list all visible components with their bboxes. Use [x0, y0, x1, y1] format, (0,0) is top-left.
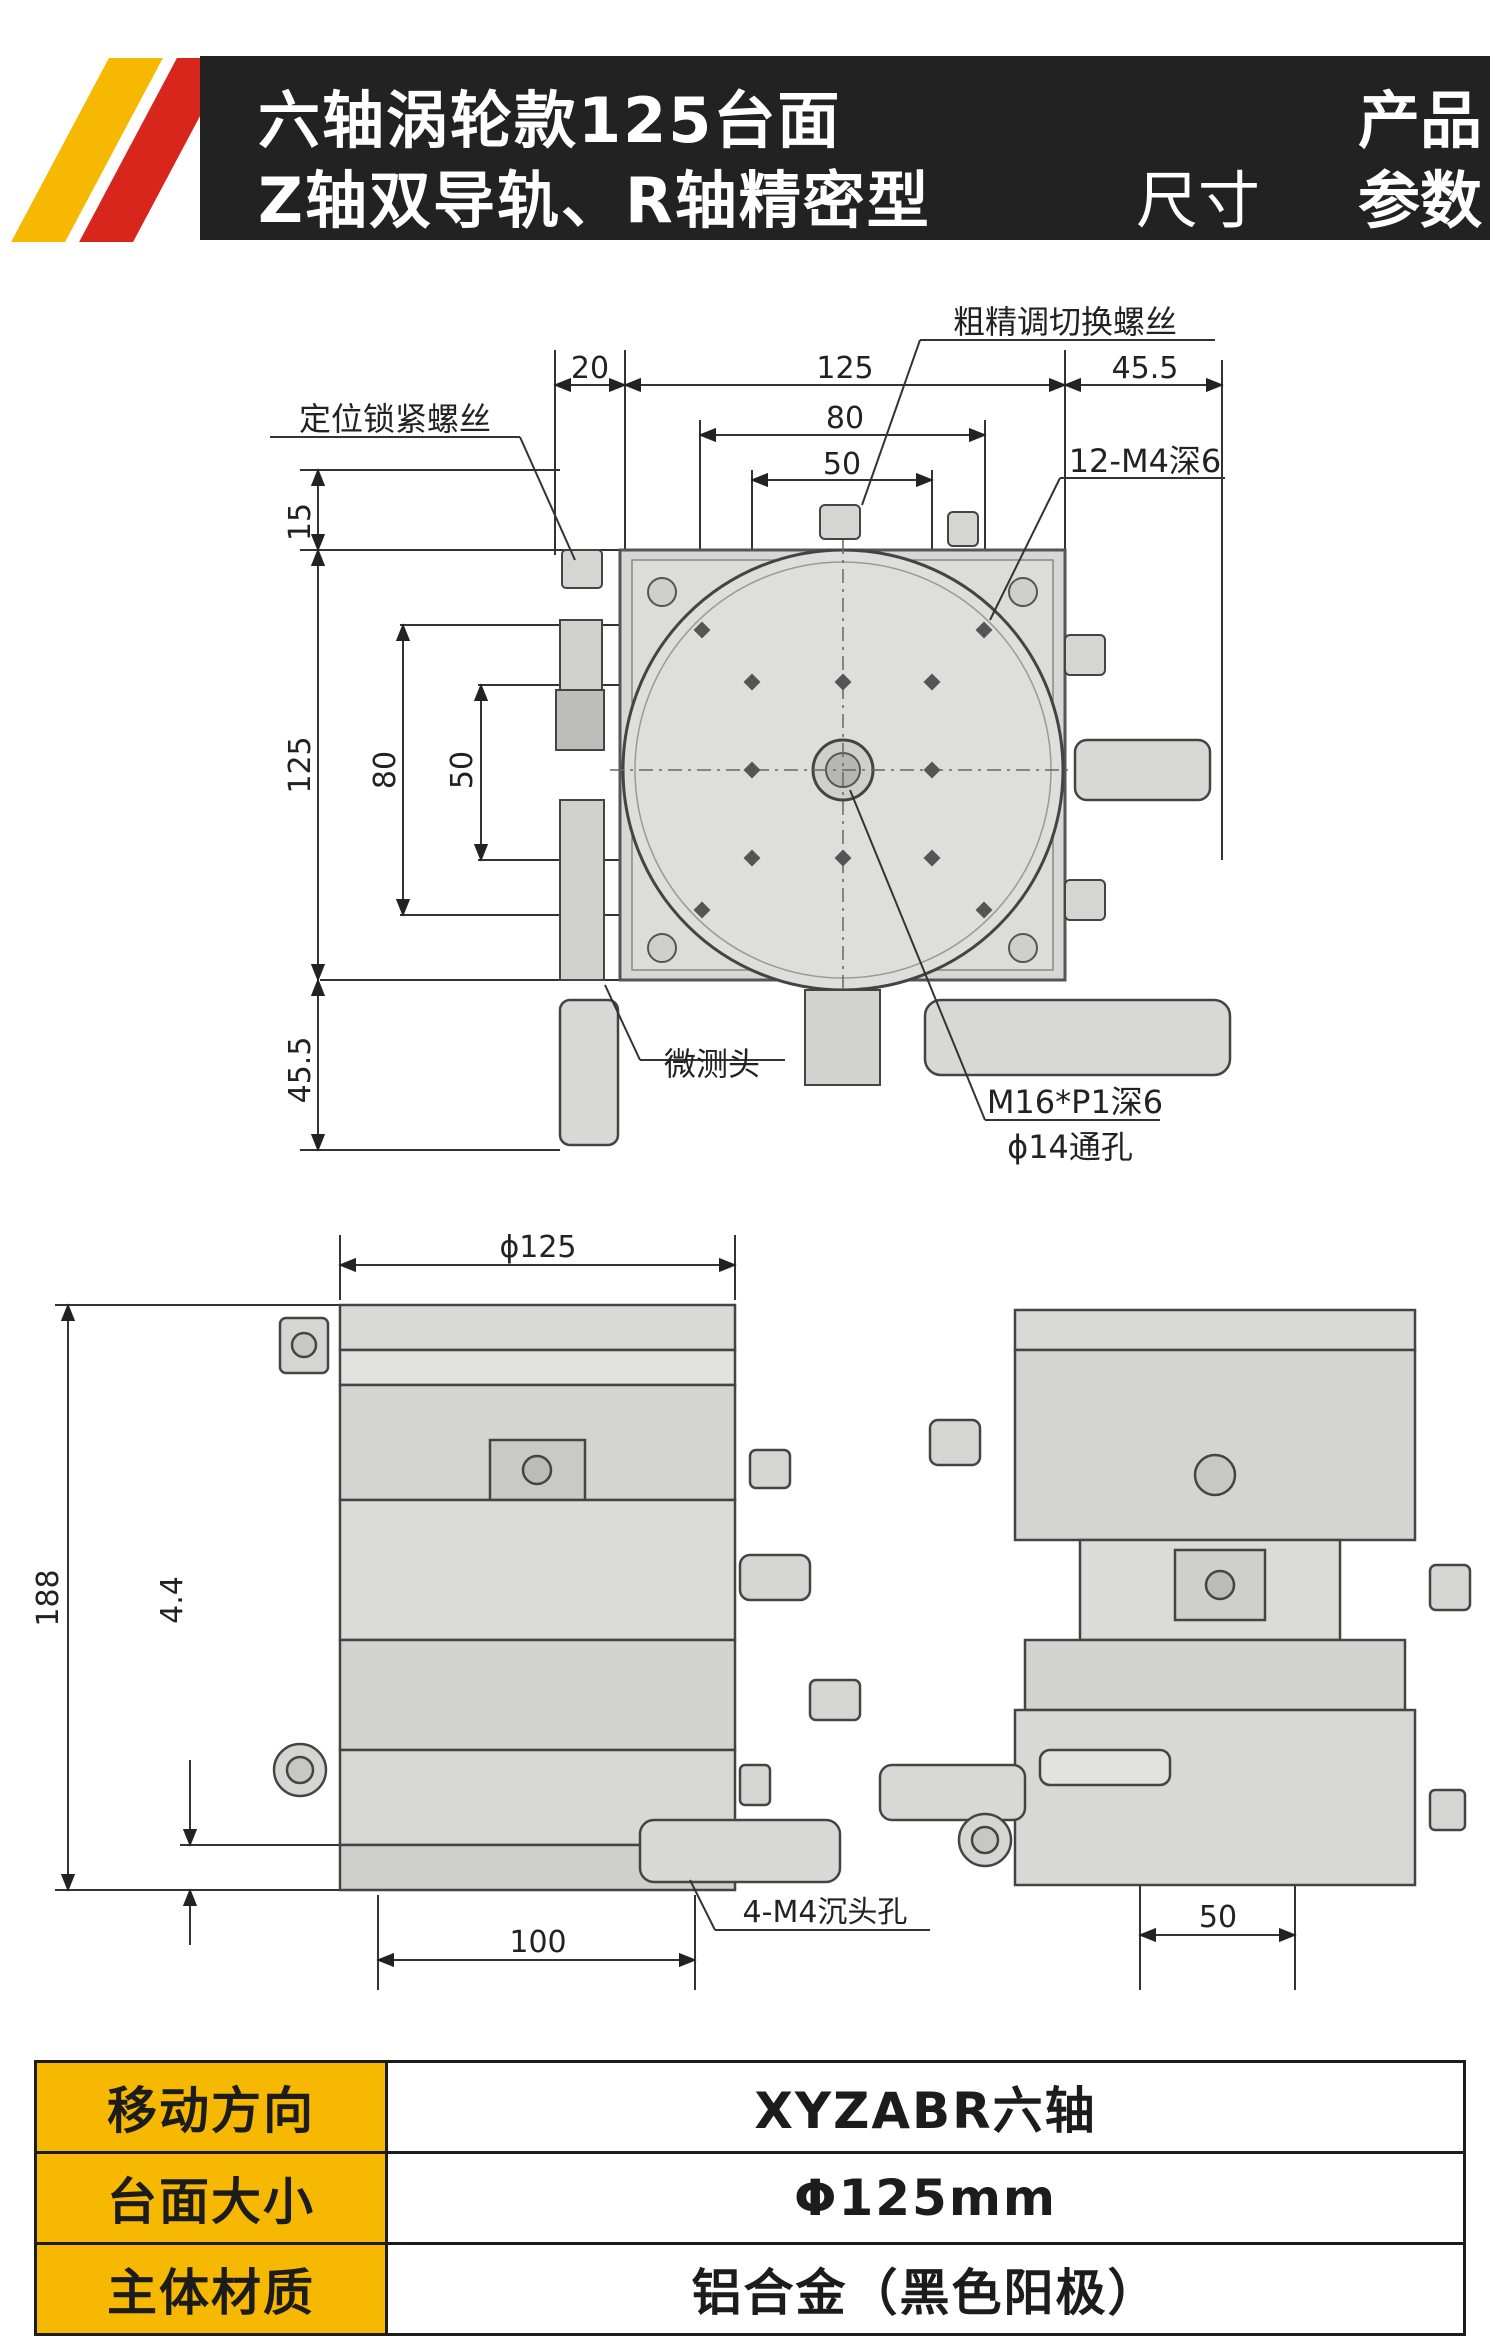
dim-125-left: 125: [283, 736, 318, 793]
side-view: [878, 1308, 1472, 1887]
table-row: 台面大小 Φ125mm: [34, 2151, 1466, 2245]
header-banner: 六轴涡轮款125台面 Z轴双导轨、R轴精密型 产品 尺寸 参数: [0, 0, 1500, 242]
side-dim-lines: [55, 1235, 1297, 1990]
label-lock-screw: 定位锁紧螺丝: [299, 400, 491, 438]
dim-50-top: 50: [823, 447, 861, 482]
label-micrometer: 微测头: [664, 1045, 760, 1083]
spec-table: 移动方向 XYZABR六轴 台面大小 Φ125mm 主体材质 铝合金（黑色阳极）: [34, 2060, 1466, 2336]
dim-80-left: 80: [368, 751, 403, 789]
header-right-bottom-bold: 参数: [1357, 164, 1482, 237]
label-tapped-holes: 12-M4深6: [1069, 442, 1222, 480]
spec-value: 铝合金（黑色阳极）: [385, 2242, 1466, 2336]
side-leader: [689, 1879, 930, 1931]
label-coarse-fine-screw: 粗精调切换螺丝: [953, 303, 1177, 341]
table-row: 移动方向 XYZABR六轴: [34, 2060, 1466, 2154]
dim-15: 15: [283, 503, 318, 541]
title-line-2: Z轴双导轨、R轴精密型: [258, 164, 931, 237]
dim-50-left: 50: [445, 751, 480, 789]
label-through-hole: ϕ14通孔: [1007, 1128, 1133, 1166]
banner-bar: [200, 56, 1490, 240]
dim-45-5-left: 45.5: [283, 1037, 318, 1104]
dim-188: 188: [31, 1569, 66, 1626]
side-view-drawing: ϕ125 188 4.4 100 50: [0, 1210, 1500, 2010]
dim-4-4: 4.4: [155, 1576, 190, 1624]
spec-value: XYZABR六轴: [385, 2060, 1466, 2154]
header-right-bottom-light: 尺寸: [1136, 164, 1261, 237]
dim-100: 100: [509, 1925, 566, 1960]
spec-value: Φ125mm: [385, 2151, 1466, 2245]
label-base-holes: 4-M4沉头孔: [743, 1895, 908, 1930]
title-line-1: 六轴涡轮款125台面: [258, 84, 842, 157]
spec-key: 移动方向: [34, 2060, 388, 2154]
stage-top-view: [555, 504, 1232, 1147]
dim-dia-125: ϕ125: [499, 1230, 576, 1265]
dim-125-top: 125: [816, 351, 873, 386]
front-view: [272, 1303, 862, 1892]
dim-20: 20: [571, 351, 609, 386]
label-center-thread: M16*P1深6: [987, 1083, 1163, 1121]
dim-50-side: 50: [1199, 1900, 1237, 1935]
top-view-drawing: 20 125 45.5 80 50 15 125 80 50 45.5: [0, 290, 1500, 1190]
top-leaders: [270, 339, 1225, 1121]
spec-key: 台面大小: [34, 2151, 388, 2245]
table-row: 主体材质 铝合金（黑色阳极）: [34, 2242, 1466, 2336]
header-right-top: 产品: [1357, 84, 1482, 157]
dim-45-5-top: 45.5: [1112, 351, 1179, 386]
dim-80-top: 80: [826, 401, 864, 436]
left-dim-lines: [300, 468, 620, 1152]
spec-key: 主体材质: [34, 2242, 388, 2336]
